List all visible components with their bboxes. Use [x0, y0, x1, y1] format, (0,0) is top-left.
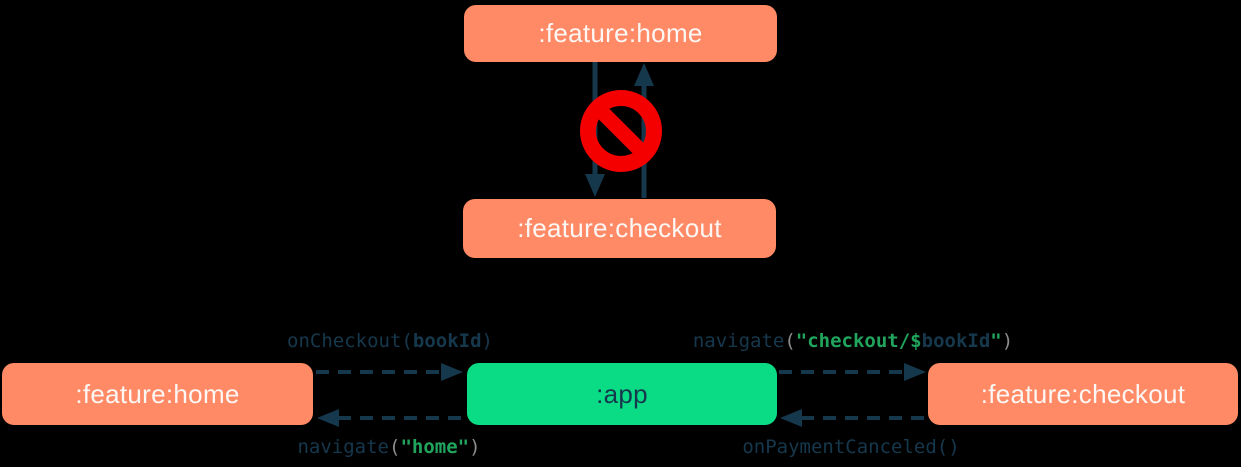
call-label-navigate-checkout: navigate("checkout/$bookId") — [693, 330, 1013, 352]
module-label: :feature:checkout — [980, 378, 1186, 409]
module-box-feature-home-bottom: :feature:home — [2, 363, 313, 425]
module-label: :feature:checkout — [517, 213, 722, 243]
no-entry-icon — [580, 90, 662, 172]
arrow-home-to-app — [316, 363, 463, 381]
code-arg: bookId — [412, 330, 482, 352]
code-string: " — [990, 330, 1002, 352]
module-label: :feature:home — [538, 18, 703, 48]
module-label: :app — [596, 378, 648, 409]
arrow-app-to-checkout — [779, 363, 926, 381]
module-box-feature-checkout-top: :feature:checkout — [463, 199, 776, 258]
code-fn: onCheckout — [287, 330, 402, 352]
code-paren: ( — [388, 436, 401, 458]
code-template-arg: bookId — [921, 330, 991, 352]
module-box-app: :app — [467, 363, 777, 425]
code-paren: ( — [401, 330, 413, 352]
code-paren: ) — [481, 330, 493, 352]
call-label-navigate-home: navigate("home") — [297, 436, 480, 458]
arrow-app-to-home — [317, 409, 464, 427]
code-paren: ) — [1001, 330, 1014, 352]
module-label: :feature:home — [75, 378, 240, 409]
code-fn: navigate — [692, 330, 785, 352]
code-paren: ( — [784, 330, 796, 352]
code-string: "home" — [400, 436, 470, 458]
code-paren: () — [936, 436, 960, 458]
module-box-feature-home-top: :feature:home — [464, 5, 777, 62]
code-string: "checkout/$ — [795, 330, 922, 352]
arrow-checkout-to-app — [780, 409, 927, 427]
call-label-oncheckout: onCheckout(bookId) — [287, 330, 493, 352]
code-fn: navigate — [297, 436, 389, 458]
call-label-onpaymentcanceled: onPaymentCanceled() — [742, 436, 959, 458]
code-fn: onPaymentCanceled — [742, 436, 937, 458]
module-box-feature-checkout-bottom: :feature:checkout — [928, 363, 1238, 425]
code-paren: ) — [469, 436, 481, 458]
